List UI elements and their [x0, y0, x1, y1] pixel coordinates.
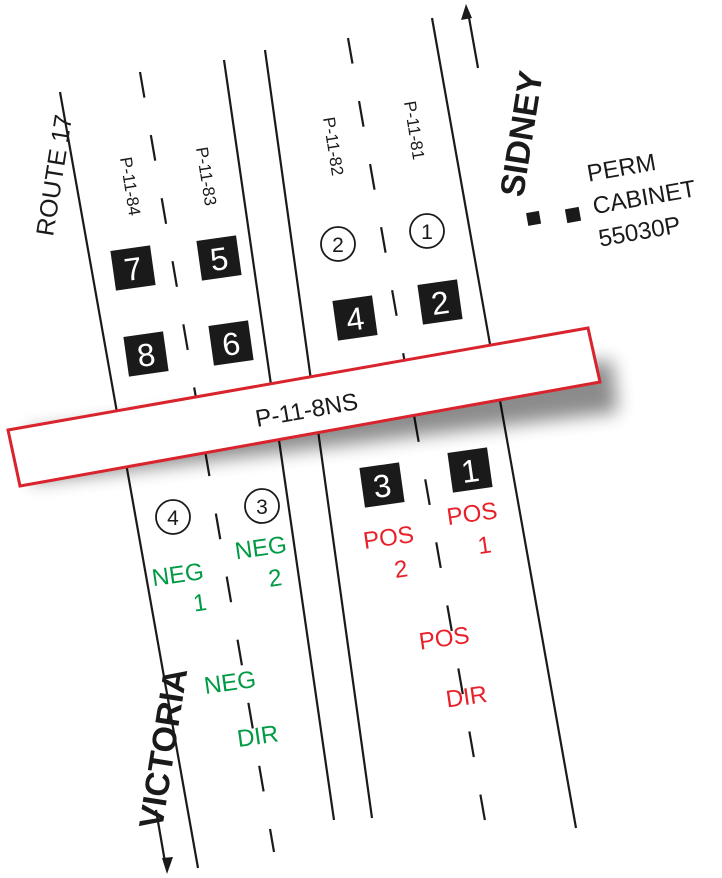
- lane-divider-east: [346, 37, 490, 839]
- loop-circle-label: 2: [332, 234, 344, 257]
- loop-circle-label: 1: [421, 221, 433, 244]
- detectors-lower: 3 1: [359, 447, 493, 508]
- lane-neg2-line2: 2: [267, 564, 284, 593]
- loop-circles-lower: 4 3: [155, 488, 280, 535]
- north-direction: SIDNEY: [461, 4, 551, 199]
- loop-circles-upper: 2 1: [320, 213, 445, 262]
- detector-square: 2: [417, 279, 463, 325]
- cabinet: PERM CABINET 55030P: [526, 149, 698, 253]
- south-direction: VICTORIA: [132, 665, 195, 874]
- cabinet-line1: PERM: [585, 149, 658, 188]
- lane-pos2-line1: POS: [362, 521, 416, 555]
- direction-north-label: SIDNEY: [493, 68, 550, 199]
- lane-code: P-11-81: [400, 100, 428, 161]
- cabinet-marker-icon-2: [564, 206, 582, 224]
- lane-labels: NEG 1 NEG 2 POS 2 POS 1: [150, 497, 499, 618]
- detectors-upper: 7 5 8 6 4 2: [110, 235, 463, 377]
- cabinet-marker-icon: [526, 210, 542, 226]
- lane-code: P-11-82: [319, 116, 347, 177]
- lane-pos2-line2: 2: [393, 555, 410, 584]
- neg-dir-line1: NEG: [202, 666, 257, 700]
- lane-dividers: [138, 37, 490, 853]
- loop-circle: 1: [409, 213, 445, 249]
- detector-label: 2: [429, 284, 452, 322]
- south-arrow-head: [162, 857, 173, 874]
- road-edge-west: [58, 91, 200, 869]
- lane-code: P-11-84: [116, 156, 144, 217]
- lane-neg1-line2: 1: [191, 589, 208, 618]
- lane-pos1-line2: 1: [476, 531, 493, 560]
- detector-label: 6: [220, 325, 243, 363]
- lane-divider-west: [138, 71, 276, 853]
- neg-dir-line2: DIR: [235, 720, 280, 752]
- cabinet-line3: 55030P: [596, 212, 682, 253]
- detector-square: 5: [196, 235, 242, 281]
- lane-code: P-11-83: [192, 146, 220, 207]
- detector-square: 8: [123, 331, 169, 377]
- lane-neg2-line1: NEG: [233, 531, 288, 565]
- loop-circle: 2: [320, 226, 356, 262]
- loop-circle: 3: [244, 488, 280, 524]
- direction-south-label: VICTORIA: [132, 665, 195, 831]
- road-name-label: ROUTE 17: [31, 113, 78, 238]
- detector-label: 3: [371, 467, 394, 505]
- detector-square: 1: [447, 447, 493, 493]
- north-arrow-head: [461, 4, 472, 20]
- station-box: P-11-8NS: [6, 326, 618, 488]
- detector-square: 3: [359, 462, 405, 508]
- pos-dir-line1: POS: [417, 622, 471, 656]
- detector-square: 7: [110, 245, 156, 291]
- direction-labels: NEG DIR POS DIR: [202, 622, 489, 753]
- pos-dir-line2: DIR: [444, 681, 489, 713]
- lane-neg1-line1: NEG: [150, 558, 205, 592]
- detector-label: 7: [122, 250, 145, 288]
- lane-pos1-line1: POS: [445, 497, 499, 531]
- loop-circle-label: 4: [167, 507, 179, 530]
- loop-circle: 4: [155, 499, 191, 535]
- detector-label: 1: [459, 452, 482, 490]
- detector-label: 5: [208, 240, 231, 278]
- station-box-frame: [6, 326, 602, 488]
- detector-square: 4: [332, 295, 378, 341]
- detector-square: 6: [208, 320, 254, 366]
- south-arrow-shaft: [154, 809, 167, 863]
- loop-circle-label: 3: [256, 496, 268, 519]
- detector-label: 8: [135, 336, 158, 374]
- detector-label: 4: [344, 300, 367, 338]
- north-arrow-shaft: [466, 11, 480, 69]
